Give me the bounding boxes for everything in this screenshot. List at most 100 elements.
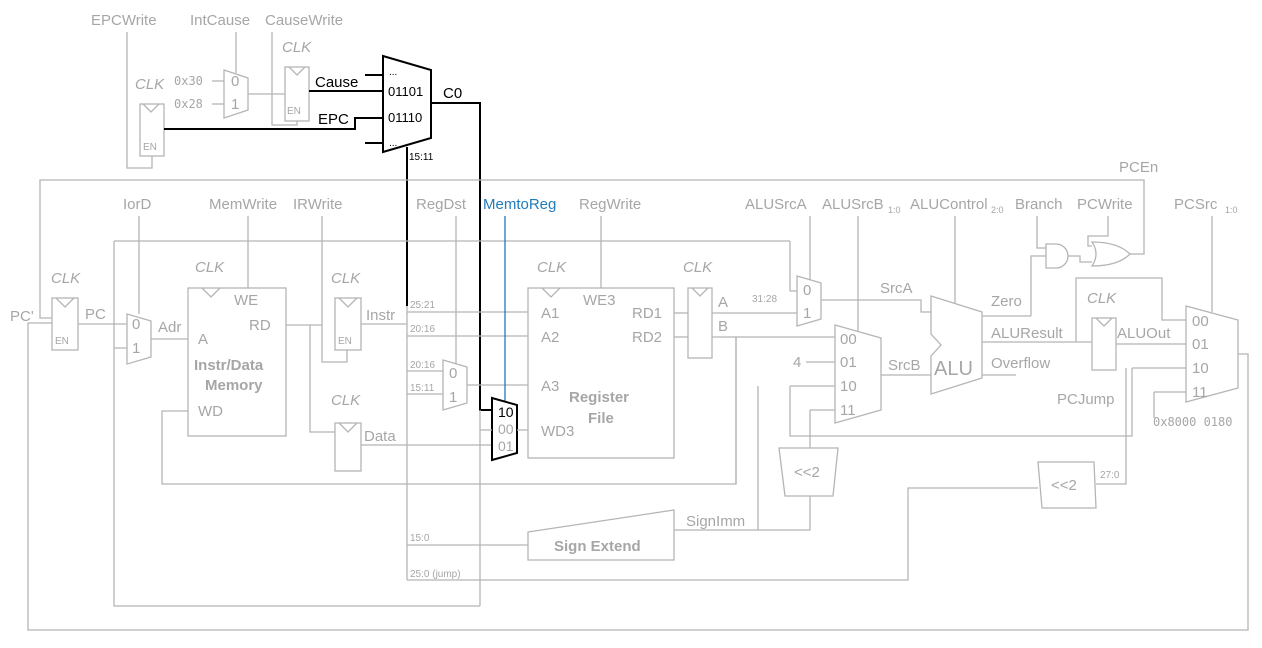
- epc-label: EPC: [318, 111, 349, 128]
- bits-31-28: 31:28: [752, 294, 777, 305]
- alusrcb-mux: [834, 324, 882, 424]
- ab-registers: [687, 287, 713, 359]
- rf-rd2-label: RD2: [632, 329, 662, 346]
- causewrite-label: CauseWrite: [265, 12, 343, 29]
- memtoreg-mux: [491, 396, 518, 462]
- regwrite-label: RegWrite: [579, 196, 641, 213]
- bits-20-16b: 20:16: [410, 360, 435, 371]
- const-four: 4: [793, 354, 801, 371]
- cause-en-label: EN: [287, 106, 301, 117]
- epc-clk-label: CLK: [135, 76, 165, 93]
- c0-output-wire: [431, 102, 492, 411]
- regdst-mux-in1: 1: [449, 389, 457, 406]
- sign-extend-label: Sign Extend: [554, 538, 641, 555]
- mem-rd-label: RD: [249, 317, 271, 334]
- aluout-clk-label: CLK: [1087, 290, 1117, 307]
- sign-extend-unit: [527, 509, 675, 561]
- c0-label: C0: [443, 85, 462, 102]
- cause-clk-label: CLK: [282, 39, 312, 56]
- pcsrc-label: PCSrc: [1174, 196, 1218, 213]
- bits-20-16a: 20:16: [410, 324, 435, 335]
- alusrcb-label: ALUSrcB: [822, 196, 884, 213]
- intcause-mux-in0: 0: [231, 73, 239, 90]
- c0-input-01101: 01101: [388, 84, 423, 99]
- rf-clk-label: CLK: [537, 259, 567, 276]
- register-file: [527, 287, 675, 459]
- or-gate: [1090, 241, 1131, 267]
- const-0x30: 0x30: [174, 74, 203, 88]
- srcb-label: SrcB: [888, 357, 921, 374]
- memtoreg-in-00: 00: [498, 421, 514, 437]
- bits-25-0-jump: 25:0 (jump): [410, 569, 461, 580]
- alusrca-label: ALUSrcA: [745, 196, 807, 213]
- rf-title-line1: Register: [569, 389, 629, 406]
- mem-clk-label: CLK: [195, 259, 225, 276]
- srcb-in-10: 10: [840, 378, 857, 395]
- cause-register: [284, 66, 310, 122]
- overflow-label: Overflow: [991, 355, 1050, 372]
- c0-dots-bottom: ...: [389, 138, 397, 149]
- reg-a-label: A: [718, 294, 728, 311]
- rf-rd1-label: RD1: [632, 305, 662, 322]
- data-label: Data: [364, 428, 396, 445]
- shift-left2-imm: [778, 447, 839, 497]
- memtoreg-label: MemtoReg: [483, 196, 556, 213]
- epc-wire: [164, 117, 383, 130]
- memwrite-label: MemWrite: [209, 196, 277, 213]
- zero-label: Zero: [991, 293, 1022, 310]
- sll-jump-label: <<2: [1051, 477, 1077, 494]
- pcsrc-in-01: 01: [1192, 336, 1209, 353]
- pcsrc-in-00: 00: [1192, 313, 1209, 330]
- pc-en-label: EN: [55, 336, 69, 347]
- bits-15-0: 15:0: [410, 533, 430, 544]
- data-register: [334, 422, 362, 472]
- intcause-mux-in1: 1: [231, 96, 239, 113]
- srcb-in-11: 11: [840, 402, 856, 419]
- alusrca-mux: [796, 275, 822, 327]
- srca-label: SrcA: [880, 280, 913, 297]
- bits-27-0: 27:0: [1100, 470, 1120, 481]
- mem-title-line2: Memory: [205, 377, 263, 394]
- sll-imm-label: <<2: [794, 464, 820, 481]
- pcwrite-label: PCWrite: [1077, 196, 1133, 213]
- mem-a-label: A: [198, 331, 208, 348]
- rf-a3-label: A3: [541, 378, 559, 395]
- const-0x80000180: 0x8000 0180: [1153, 415, 1232, 429]
- cause-label: Cause: [315, 74, 358, 91]
- c0-mux: [382, 54, 432, 154]
- shift-left2-jump: [1037, 461, 1097, 509]
- epc-en-label: EN: [143, 142, 157, 153]
- regdst-mux: [442, 359, 468, 411]
- regdst-label: RegDst: [416, 196, 467, 213]
- alucontrol-sub: 2:0: [991, 205, 1004, 215]
- c0-bits-label: 15:11: [409, 152, 434, 163]
- regdst-mux-in0: 0: [449, 365, 457, 382]
- and-gate: [1045, 243, 1069, 269]
- pc-prime-label: PC': [10, 308, 34, 325]
- pc-label: PC: [85, 306, 106, 323]
- const-0x28: 0x28: [174, 97, 203, 111]
- ir-en-label: EN: [338, 336, 352, 347]
- iord-label: IorD: [123, 196, 152, 213]
- pcen-label: PCEn: [1119, 159, 1158, 176]
- rf-title-line2: File: [588, 410, 614, 427]
- pcsrc-mux: [1185, 305, 1239, 403]
- alu: [930, 295, 983, 395]
- srcb-in-01: 01: [840, 354, 857, 371]
- adr-label: Adr: [158, 319, 181, 336]
- epc-register: [139, 103, 165, 157]
- reg-b-label: B: [718, 318, 728, 335]
- memtoreg-in-10: 10: [498, 404, 514, 420]
- iord-mux-in0: 0: [132, 316, 140, 333]
- pcsrc-in-10: 10: [1192, 360, 1209, 377]
- epcwrite-label: EPCWrite: [91, 12, 157, 29]
- pcjump-label: PCJump: [1057, 391, 1115, 408]
- intcause-label: IntCause: [190, 12, 250, 29]
- data-clk-label: CLK: [331, 392, 361, 409]
- pcsrc-sub: 1:0: [1225, 205, 1238, 215]
- rf-a1-label: A1: [541, 305, 559, 322]
- srcb-in-00: 00: [840, 331, 857, 348]
- iord-mux: [126, 313, 152, 365]
- ir-clk-label: CLK: [331, 270, 361, 287]
